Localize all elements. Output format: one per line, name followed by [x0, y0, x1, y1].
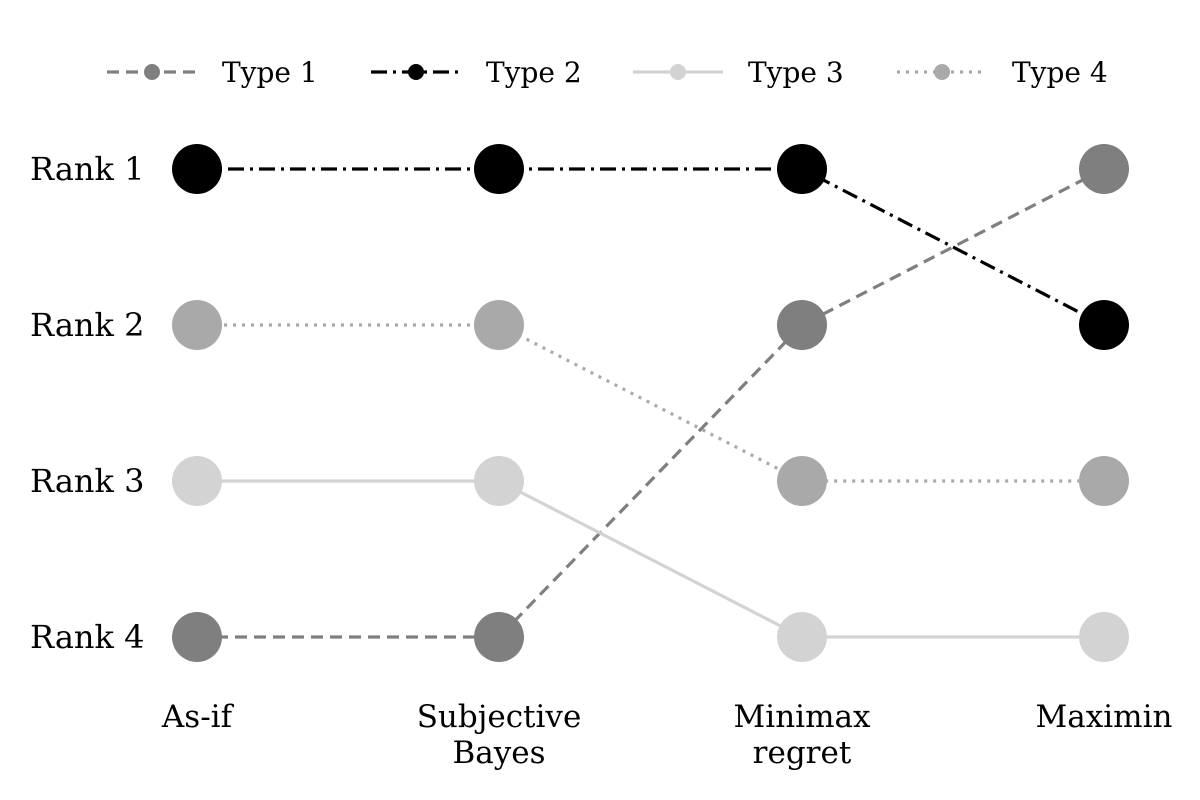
marker-type-1-point-1 — [172, 612, 222, 662]
series-line-type-4 — [197, 323, 1104, 483]
marker-type-4-point-2 — [474, 300, 524, 350]
category-label-3-line-1: Minimax — [734, 699, 871, 735]
rank-label-2: Rank 2 — [30, 306, 144, 344]
marker-type-2-point-2 — [474, 144, 524, 194]
marker-type-2-point-4 — [1079, 300, 1129, 350]
rank-label-1: Rank 1 — [30, 150, 144, 188]
series-lines — [197, 167, 1105, 639]
marker-type-1-point-4 — [1079, 144, 1129, 194]
marker-type-1-point-2 — [474, 612, 524, 662]
legend-label-type-1: Type 1 — [222, 56, 318, 89]
marker-type-3-point-1 — [172, 456, 222, 506]
series-line-type-1 — [197, 167, 1105, 639]
series-markers — [172, 144, 1129, 662]
marker-type-2-point-1 — [172, 144, 222, 194]
legend: Type 1 Type 2 Type 3 Type 4 — [107, 56, 1108, 89]
legend-marker-type-1 — [144, 64, 160, 80]
marker-type-4-point-4 — [1079, 456, 1129, 506]
marker-type-3-point-3 — [777, 612, 827, 662]
series-line-type-2 — [197, 167, 1105, 327]
marker-type-4-point-1 — [172, 300, 222, 350]
rank-labels: Rank 1 Rank 2 Rank 3 Rank 4 — [30, 150, 144, 656]
category-label-4-line-1: Maximin — [1036, 699, 1173, 735]
legend-marker-type-4 — [934, 64, 950, 80]
legend-label-type-2: Type 2 — [486, 56, 582, 89]
marker-type-3-point-4 — [1079, 612, 1129, 662]
legend-marker-type-2 — [408, 64, 424, 80]
legend-label-type-4: Type 4 — [1012, 56, 1108, 89]
rank-label-3: Rank 3 — [30, 462, 144, 500]
category-label-3-line-2: regret — [753, 735, 852, 771]
marker-type-3-point-2 — [474, 456, 524, 506]
marker-type-2-point-3 — [777, 144, 827, 194]
series-line-type-3 — [197, 479, 1104, 639]
legend-marker-type-3 — [670, 64, 686, 80]
legend-label-type-3: Type 3 — [748, 56, 844, 89]
category-label-2-line-1: Subjective — [417, 699, 582, 735]
category-label-2-line-2: Bayes — [452, 735, 545, 771]
marker-type-1-point-3 — [777, 300, 827, 350]
marker-type-4-point-3 — [777, 456, 827, 506]
category-label-1-line-1: As-if — [161, 699, 235, 735]
rank-label-4: Rank 4 — [30, 618, 144, 656]
